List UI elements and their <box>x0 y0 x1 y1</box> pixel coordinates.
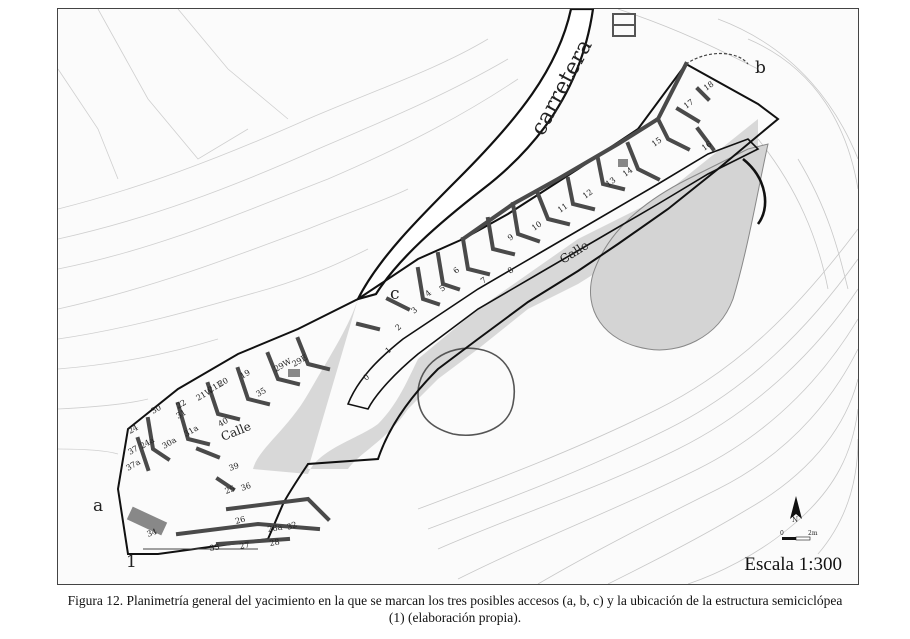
room-label-25: 25 <box>224 484 237 496</box>
access-label-a: a <box>93 496 103 516</box>
room-label-9: 9 <box>506 232 515 242</box>
room-label-4: 4 <box>424 288 434 298</box>
room-label-37a: 37a <box>125 457 143 472</box>
room-label-28a: 28a <box>267 522 284 533</box>
room-label-1: 1 <box>384 345 394 355</box>
room-label-17: 17 <box>682 97 696 110</box>
room-label-6: 6 <box>452 265 462 275</box>
wall-fills <box>126 159 628 536</box>
paved-area <box>253 119 758 474</box>
room-label-30a: 30a <box>161 435 179 450</box>
scale-bar-end: 2m <box>808 530 818 537</box>
room-label-32: 32 <box>286 520 299 532</box>
room-label-30: 30 <box>150 403 163 416</box>
room-label-14: 14 <box>621 165 635 178</box>
room-label-16: 16 <box>700 139 714 152</box>
room-label-2: 2 <box>394 322 404 332</box>
room-label-33: 33 <box>209 542 221 553</box>
room-label-11: 11 <box>556 201 570 214</box>
road-carretera <box>355 9 595 301</box>
room-label-24: 24 <box>127 423 140 436</box>
access-label-b: b <box>755 58 766 78</box>
room-label-15: 15 <box>650 135 664 148</box>
room-label-7: 7 <box>479 275 488 285</box>
access-label-c: c <box>390 284 400 304</box>
room-label-27: 27 <box>239 540 251 551</box>
inner-street-loop <box>346 138 760 410</box>
access-b-arc <box>685 52 749 65</box>
semicircle-platform <box>417 347 515 436</box>
room-label-31: 31 <box>175 408 188 421</box>
room-label-20: 20 <box>217 376 230 389</box>
room-label-28: 28 <box>269 537 281 548</box>
room-label-37: 37 <box>127 444 140 457</box>
contour-lines-left <box>58 9 519 455</box>
room-label-22: 22 <box>175 398 188 411</box>
room-label-39: 39 <box>228 461 241 473</box>
room-label-10: 10 <box>530 219 544 232</box>
room-label-19: 19 <box>239 368 252 381</box>
caption-line-1: Figura 12. Planimetría general del yacim… <box>67 593 843 608</box>
room-label-18: 18 <box>702 79 716 92</box>
room-label-12: 12 <box>581 187 595 200</box>
room-label-35: 35 <box>255 386 268 399</box>
room-label-26: 26 <box>234 515 246 526</box>
scale-text: Escala 1:300 <box>744 554 842 575</box>
contour-lines-right <box>417 9 858 584</box>
room-label-8: 8 <box>506 265 515 275</box>
figure-caption: Figura 12. Planimetría general del yacim… <box>0 592 910 626</box>
building-walls <box>135 61 716 547</box>
room-label-36: 36 <box>240 481 253 493</box>
road-building <box>612 13 636 37</box>
room-label-34: 34 <box>146 527 159 539</box>
room-label-40: 40 <box>217 416 230 429</box>
north-label: N <box>792 516 798 524</box>
north-arrow-icon: N <box>790 496 802 524</box>
site-outline <box>116 62 780 555</box>
room-label-5: 5 <box>438 283 448 293</box>
esplanade-wall <box>742 157 767 225</box>
room-label-3: 3 <box>410 305 420 315</box>
room-label-0: 0 <box>362 372 372 382</box>
esplanade <box>589 143 769 351</box>
scale-bar-start: 0 <box>780 530 784 537</box>
structure-label: 1 <box>126 552 137 572</box>
scale-bar: 0 2m <box>780 530 818 541</box>
caption-line-2: (1) (elaboración propia). <box>388 610 522 625</box>
